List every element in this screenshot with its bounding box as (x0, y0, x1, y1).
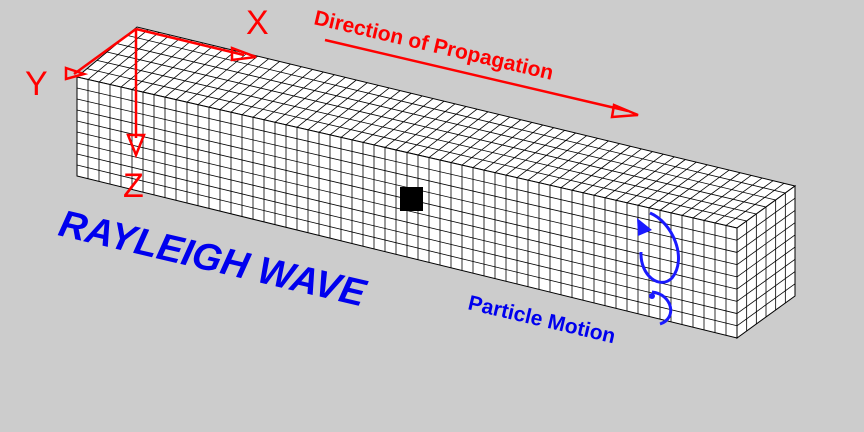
z-axis-label: Z (123, 167, 144, 205)
particle-motion-icon (637, 211, 680, 326)
x-arrowhead (230, 46, 257, 62)
highlighted-cell (400, 187, 423, 211)
axes (64, 27, 257, 159)
propagation-arrow (324, 38, 639, 119)
grid-block (75, 26, 797, 339)
z-arrowhead (126, 133, 146, 159)
y-axis-label: Y (25, 65, 48, 103)
y-arrowhead (64, 66, 89, 81)
x-axis-label: X (246, 4, 269, 42)
y-axis (73, 27, 137, 76)
x-axis (135, 27, 245, 57)
